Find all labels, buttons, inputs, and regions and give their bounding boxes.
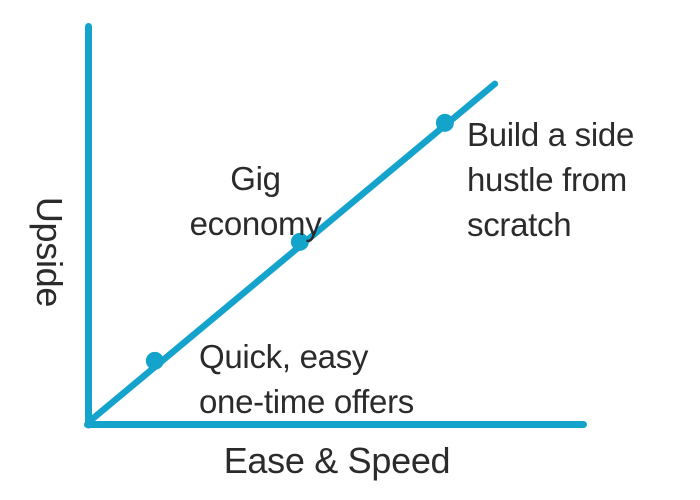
- data-point: [290, 232, 309, 251]
- data-point: [145, 351, 164, 370]
- point-label-line: Build a side: [467, 116, 635, 153]
- x-axis-label: Ease & Speed: [223, 440, 451, 481]
- y-axis-label: Upside: [29, 196, 70, 308]
- point-label-build-side-hustle: Build a side hustle from scratch: [467, 112, 634, 247]
- point-label-line: economy: [189, 205, 322, 242]
- point-label-line: scratch: [467, 206, 572, 243]
- point-label-line: one-time offers: [199, 383, 414, 420]
- point-label-line: Quick, easy: [199, 338, 369, 375]
- point-label-gig-economy: Gig economy: [173, 156, 338, 246]
- point-label-line: Gig: [230, 160, 281, 197]
- point-label-line: hustle from: [467, 161, 627, 198]
- point-label-quick-easy-one-time-offers: Quick, easy one-time offers: [199, 334, 414, 424]
- data-point: [435, 113, 454, 132]
